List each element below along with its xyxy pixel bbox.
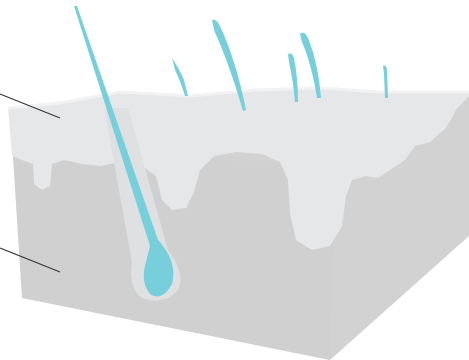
surface-hair-1 bbox=[172, 58, 188, 96]
